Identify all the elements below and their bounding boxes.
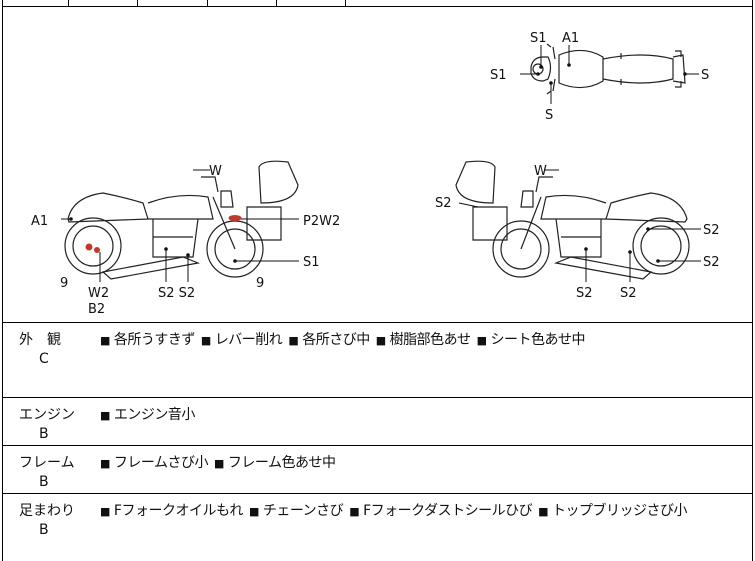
label-right-s2-r2: S2 [703, 255, 720, 270]
label-right-s2-b1: S2 [576, 286, 593, 301]
bullet-icon: ■ [100, 505, 110, 518]
section-title: フレーム [19, 455, 75, 471]
note-item: エンジン音小 [113, 407, 196, 423]
section-notes: ■Fフォークオイルもれ■チェーンさび■Fフォークダストシールひび■トップブリッジ… [100, 500, 693, 520]
bullet-icon: ■ [375, 334, 386, 347]
note-item: Fフォークオイルもれ [113, 503, 244, 519]
label-right-s2-left: S2 [435, 196, 452, 211]
section-notes: ■各所うすきず■レバー削れ■各所さび中■樹脂部色あせ■シート色あせ中 [100, 329, 591, 349]
inspection-section: エンジン B ■エンジン音小 [2, 397, 753, 445]
bullet-icon: ■ [538, 505, 548, 518]
label-left-s2s2: S2 S2 [158, 286, 195, 301]
bullet-icon: ■ [476, 334, 487, 347]
note-item: シート色あせ中 [490, 332, 586, 348]
diagram-labels: S1 A1 S1 S S W A1 P2W2 S1 9 9 W2 B2 S2 S… [31, 31, 720, 317]
damage-marks [85, 215, 242, 253]
section-title: 足まわり [19, 503, 75, 519]
label-left-w: W [209, 164, 222, 179]
section-notes: ■フレームさび小■フレーム色あせ中 [100, 452, 342, 472]
section-grade: B [39, 474, 49, 490]
bullet-icon: ■ [288, 334, 299, 347]
note-item: チェーンさび [262, 503, 344, 519]
section-grade: C [39, 351, 49, 367]
note-item: 樹脂部色あせ [389, 332, 472, 348]
label-left-w2: W2 [88, 286, 109, 301]
section-grade: B [39, 522, 49, 538]
bullet-icon: ■ [214, 457, 224, 470]
label-top-s-bottom: S [545, 108, 553, 123]
label-left-s1: S1 [303, 255, 320, 270]
label-right-w: W [534, 164, 547, 179]
section-grade: B [39, 426, 49, 442]
section-title: エンジン [19, 407, 75, 423]
label-left-9b: 9 [256, 276, 264, 291]
label-left-b2: B2 [88, 302, 105, 317]
section-title: 外 観 [19, 332, 61, 348]
bullet-icon: ■ [100, 457, 110, 470]
right-view-bike [455, 160, 690, 280]
bullet-icon: ■ [200, 334, 211, 347]
label-right-s2-r1: S2 [703, 223, 720, 238]
note-item: レバー削れ [214, 332, 283, 348]
label-top-s1: S1 [530, 31, 547, 46]
bullet-icon: ■ [248, 505, 259, 518]
label-right-s2-b2: S2 [620, 286, 637, 301]
leader-lines [61, 45, 701, 282]
label-left-p2w2: P2W2 [303, 214, 340, 229]
label-left-9a: 9 [60, 276, 68, 291]
damage-diagram: S1 A1 S1 S S W A1 P2W2 S1 9 9 W2 B2 S2 S… [3, 7, 752, 322]
bullet-icon: ■ [100, 409, 110, 422]
header-row-fragment [2, 0, 753, 7]
section-notes: ■エンジン音小 [100, 404, 201, 424]
label-top-s1-left: S1 [490, 68, 507, 83]
label-top-s-right: S [701, 68, 709, 83]
note-item: フレーム色あせ中 [227, 455, 336, 471]
leader-dots [69, 63, 687, 263]
motorcycle-diagram: S1 A1 S1 S S W A1 P2W2 S1 9 9 W2 B2 S2 S… [31, 31, 720, 317]
note-item: フレームさび小 [113, 455, 209, 471]
bullet-icon: ■ [349, 505, 360, 518]
note-item: 各所さび中 [302, 332, 370, 348]
note-item: Fフォークダストシールひび [363, 503, 533, 519]
note-item: 各所うすきず [113, 332, 196, 348]
note-item: トップブリッジさび小 [552, 503, 688, 519]
label-left-a1: A1 [31, 214, 48, 229]
top-view-bike [530, 43, 686, 95]
label-top-a1: A1 [562, 31, 579, 46]
bullet-icon: ■ [100, 334, 110, 347]
